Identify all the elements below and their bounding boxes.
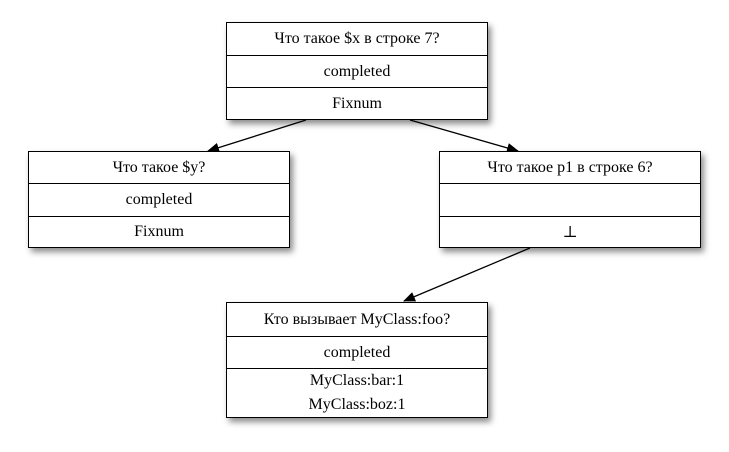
node-question: Кто вызывает MyClass:foo? (227, 303, 487, 337)
node-result-item: MyClass:boz:1 (308, 396, 406, 413)
node-result: ⊥ (562, 224, 578, 241)
node-results: MyClass:bar:1 MyClass:boz:1 (227, 369, 487, 417)
edge-right-to-bottom (403, 247, 531, 302)
node-status: completed (227, 337, 487, 369)
node-result: Fixnum (332, 94, 382, 112)
node-question: Что такое p1 в строке 6? (440, 152, 700, 184)
edge-top-to-left (207, 119, 307, 153)
node-status: completed (227, 56, 487, 88)
node-question: Что такое $y? (29, 152, 289, 184)
query-node-right[interactable]: Что такое p1 в строке 6? ⊥ (439, 151, 701, 248)
node-status (440, 184, 700, 217)
node-result: Fixnum (134, 223, 184, 240)
query-node-top[interactable]: Что такое $x в строке 7? completed Fixnu… (226, 22, 488, 120)
node-result-item: MyClass:bar:1 (309, 372, 405, 389)
query-node-bottom[interactable]: Кто вызывает MyClass:foo? completed MyCl… (226, 302, 488, 418)
edge-top-to-right (409, 119, 519, 153)
node-question: Что такое $x в строке 7? (227, 23, 487, 56)
query-node-left[interactable]: Что такое $y? completed Fixnum (28, 151, 290, 248)
node-status: completed (29, 184, 289, 217)
